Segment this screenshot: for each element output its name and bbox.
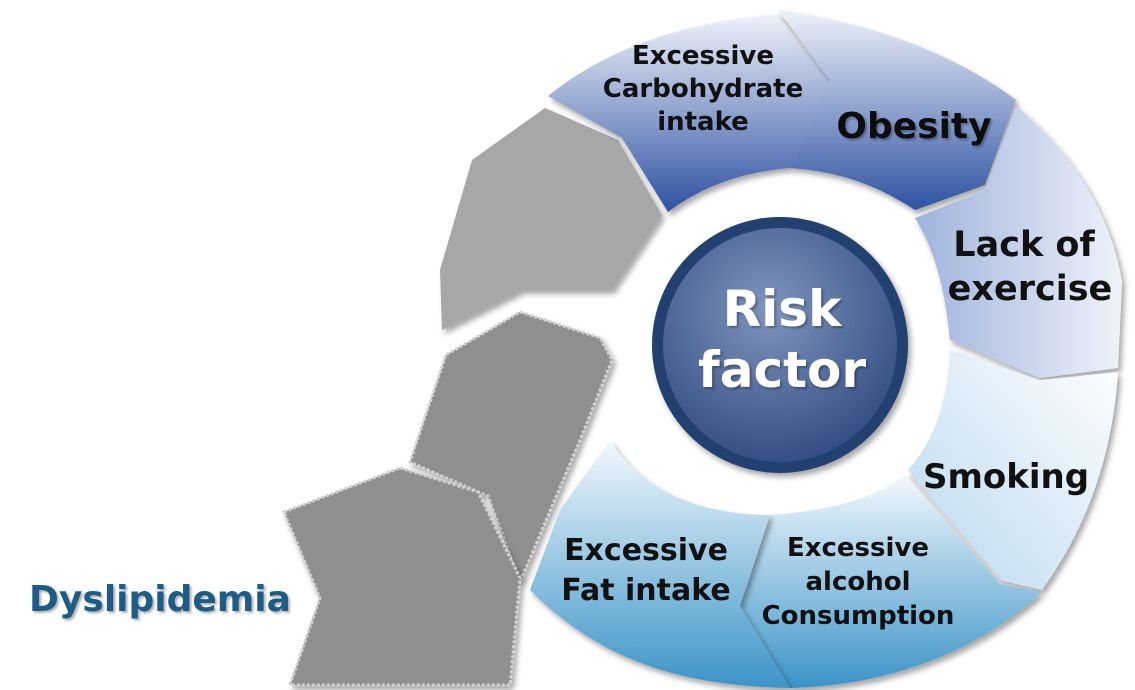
outcome-label: Dyslipidemia <box>29 579 291 620</box>
center-label-line1: Risk <box>723 280 843 338</box>
segment-exercise <box>915 106 1122 378</box>
label-carbohydrate-line2: Carbohydrate <box>603 74 803 104</box>
label-obesity: Obesity <box>836 106 991 147</box>
label-carbohydrate-line1: Excessive <box>632 41 774 71</box>
outcome-arrow <box>282 108 662 687</box>
arrow-segment-lower <box>282 466 522 687</box>
center-label-line2: factor <box>698 341 866 399</box>
arrow-segment-middle <box>408 310 614 587</box>
label-carbohydrate-line3: intake <box>657 107 749 137</box>
segment-fat <box>530 440 790 688</box>
center-circle: Risk factor <box>652 217 908 473</box>
segment-carbohydrate <box>548 14 830 212</box>
segment-obesity <box>778 10 1016 210</box>
segment-smoking <box>908 350 1118 590</box>
label-smoking: Smoking <box>923 457 1089 497</box>
segment-alcohol <box>740 474 1042 688</box>
label-fat-line2: Fat intake <box>561 573 730 608</box>
label-alcohol-line3: Consumption <box>762 601 955 631</box>
label-alcohol-line2: alcohol <box>805 567 910 597</box>
label-exercise-line2: exercise <box>948 269 1113 309</box>
segment-labels: Excessive Carbohydrate intake Obesity La… <box>561 41 1112 631</box>
label-exercise-line1: Lack of <box>953 225 1095 265</box>
center-fill <box>663 228 897 462</box>
label-fat-line1: Excessive <box>564 533 728 568</box>
arrow-segment-upper <box>440 108 662 330</box>
risk-ring <box>530 10 1122 688</box>
label-alcohol-line1: Excessive <box>787 533 929 563</box>
